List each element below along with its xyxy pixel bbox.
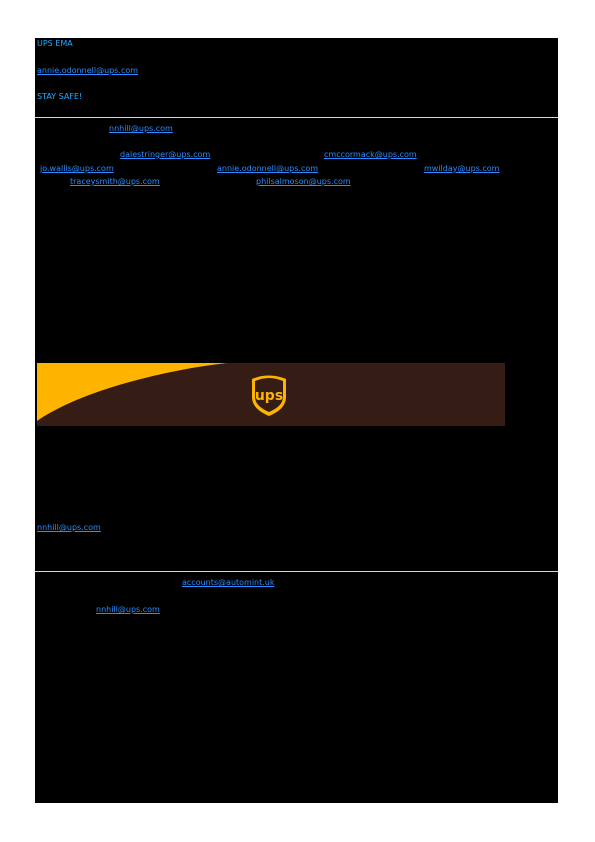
divider-bottom <box>35 571 558 572</box>
header-email-link[interactable]: annie.odonnell@ups.com <box>37 66 139 75</box>
header-title: UPS EMA <box>37 39 73 48</box>
recipient-email-link[interactable]: dalestringer@ups.com <box>120 150 211 159</box>
recipient-email-link[interactable]: mwilday@ups.com <box>424 164 500 173</box>
from-email-link[interactable]: accounts@automint.uk <box>182 578 275 587</box>
footer-email-link[interactable]: nnhill@ups.com <box>37 523 101 532</box>
ups-shield-logo: ups <box>252 375 286 416</box>
recipient-email-link[interactable]: annie.odonnell@ups.com <box>217 164 319 173</box>
header-tagline: STAY SAFE! <box>37 92 83 101</box>
to-email-link[interactable]: nnhill@ups.com <box>96 605 160 614</box>
banner-swoosh-graphic <box>37 363 505 426</box>
ups-logo-text: ups <box>255 388 283 404</box>
recipient-email-link[interactable]: traceysmith@ups.com <box>70 177 160 186</box>
sender-email-link[interactable]: nnhill@ups.com <box>109 124 173 133</box>
divider-top <box>35 117 558 118</box>
recipient-email-link[interactable]: jo.wallis@ups.com <box>40 164 114 173</box>
recipient-email-link[interactable]: cmccormack@ups.com <box>324 150 417 159</box>
recipient-email-link[interactable]: philsalmoson@ups.com <box>256 177 351 186</box>
